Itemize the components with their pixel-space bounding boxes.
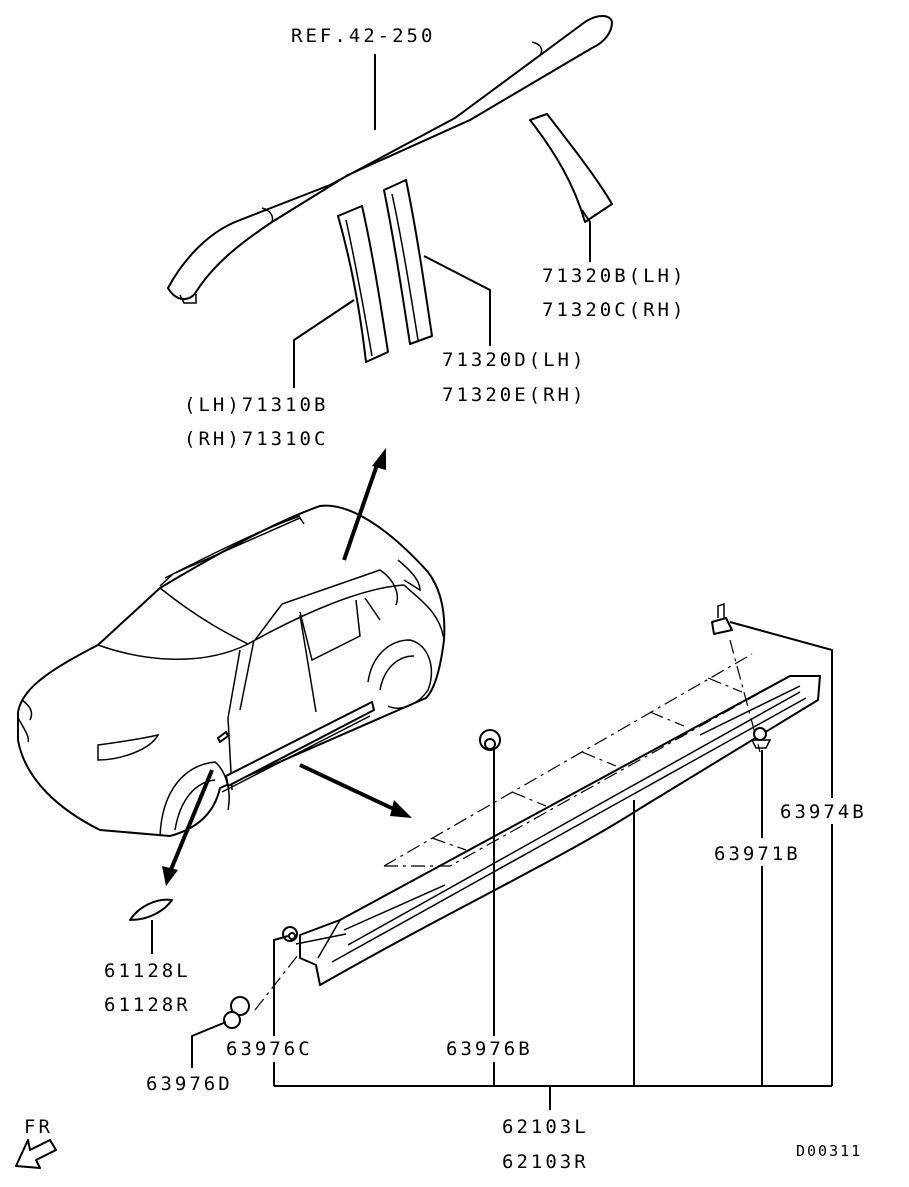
clip-63976d: [223, 996, 250, 1029]
vehicle: [17, 504, 446, 837]
label-71310c: (RH)71310C: [184, 428, 329, 450]
label-62103l: 62103L: [502, 1116, 589, 1138]
label-63976c: 63976C: [226, 1038, 313, 1060]
label-63976d: 63976D: [146, 1073, 233, 1095]
diagram-code: D00311: [796, 1142, 863, 1160]
roof-rail: [167, 15, 613, 304]
pointer-arrows: [162, 448, 412, 886]
label-63976b: 63976B: [446, 1038, 533, 1060]
label-61128l: 61128L: [104, 960, 191, 982]
pillar-moulding-71320d: [383, 179, 433, 345]
screw-63971b: [750, 727, 772, 749]
label-63971b: 63971B: [714, 843, 801, 865]
label-fr: FR: [24, 1116, 53, 1138]
side-sill-garnish: [254, 639, 821, 1011]
leader-lines: [151, 54, 833, 1110]
front-arrow-icon: [15, 1139, 57, 1169]
label-71320d: 71320D(LH): [442, 349, 587, 371]
clip-63976b: [479, 729, 501, 751]
label-63974b: 63974B: [780, 801, 867, 823]
clip-63974b: [711, 602, 733, 635]
label-61128r: 61128R: [104, 994, 191, 1016]
marker-61128: [129, 898, 173, 921]
clip-63976c: [282, 926, 298, 942]
label-71320e: 71320E(RH): [442, 384, 587, 406]
pillar-moulding-71310: [337, 205, 389, 363]
label-ref-42-250: REF.42-250: [291, 25, 436, 47]
pillar-moulding-71320b: [529, 113, 613, 223]
label-62103r: 62103R: [502, 1151, 589, 1173]
label-71320c: 71320C(RH): [542, 299, 687, 321]
label-71320b: 71320B(LH): [542, 265, 687, 287]
label-71310b: (LH)71310B: [184, 394, 329, 416]
